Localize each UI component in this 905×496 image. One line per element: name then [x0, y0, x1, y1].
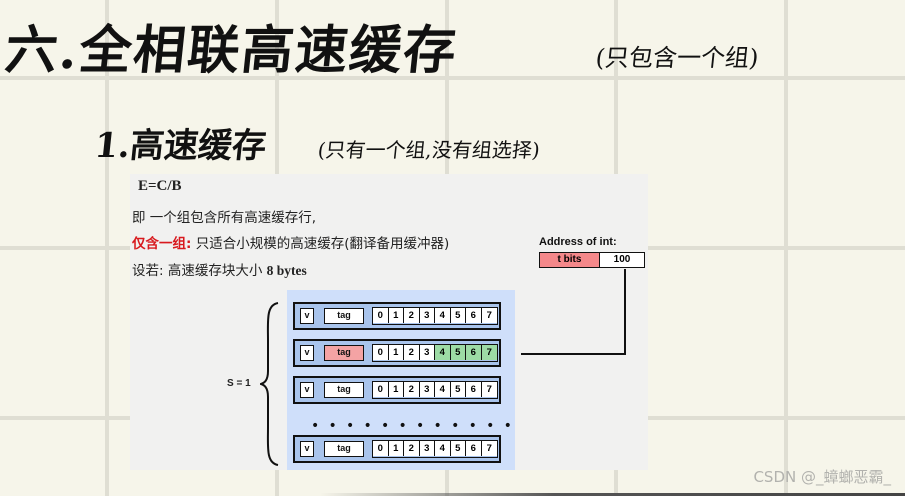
tag-field-matched: tag — [324, 345, 364, 361]
byte: 2 — [404, 382, 420, 397]
byte: 3 — [419, 345, 435, 360]
byte: 7 — [481, 441, 497, 456]
byte: 6 — [466, 308, 482, 323]
byte: 3 — [419, 382, 435, 397]
valid-bit: v — [300, 308, 314, 324]
highlight-text: 仅含一组: — [132, 236, 192, 252]
byte: 5 — [450, 382, 466, 397]
byte-selected: 4 — [435, 345, 451, 360]
cache-block: 0 1 2 3 4 5 6 7 — [372, 381, 498, 399]
byte: 4 — [435, 441, 451, 456]
connector-line — [521, 353, 626, 355]
cache-set-panel: v tag 0 1 2 3 4 5 6 7 v tag 0 1 2 3 4 5 — [287, 290, 515, 470]
byte-selected: 6 — [466, 345, 482, 360]
cache-line: v tag 0 1 2 3 4 5 6 7 — [293, 376, 501, 404]
byte: 2 — [404, 345, 420, 360]
tag-bits-field: t bits — [540, 253, 600, 267]
byte: 5 — [450, 308, 466, 323]
handwritten-heading-note: (只包含一个组) — [594, 44, 760, 72]
byte: 0 — [373, 441, 389, 456]
offset-field: 100 — [600, 253, 644, 267]
slide-line-3-prefix: 设若: 高速缓存块大小 — [132, 263, 267, 279]
byte-selected: 5 — [450, 345, 466, 360]
address-label: Address of int: — [539, 236, 617, 248]
byte: 1 — [388, 345, 404, 360]
lecture-slide: E=C/B 即 一个组包含所有高速缓存行, 仅含一组: 只适合小规模的高速缓存(… — [130, 174, 648, 470]
valid-bit: v — [300, 345, 314, 361]
tag-field: tag — [324, 382, 364, 398]
handwritten-subheading: 1.高速缓存 — [92, 126, 269, 166]
byte: 4 — [435, 382, 451, 397]
bottom-shadow — [320, 493, 905, 496]
byte: 2 — [404, 308, 420, 323]
cache-line-hit: v tag 0 1 2 3 4 5 6 7 — [293, 339, 501, 367]
byte: 1 — [388, 308, 404, 323]
slide-line-1: 即 一个组包含所有高速缓存行, — [132, 210, 317, 226]
byte: 2 — [404, 441, 420, 456]
cache-block: 0 1 2 3 4 5 6 7 — [372, 344, 498, 362]
cache-block: 0 1 2 3 4 5 6 7 — [372, 307, 498, 325]
set-count-label: S = 1 — [227, 378, 251, 389]
byte: 7 — [481, 382, 497, 397]
valid-bit: v — [300, 441, 314, 457]
slide-line-2: 仅含一组: 只适合小规模的高速缓存(翻译备用缓冲器) — [132, 232, 449, 252]
block-size: 8 bytes — [266, 263, 307, 278]
byte: 1 — [388, 441, 404, 456]
byte: 0 — [373, 345, 389, 360]
watermark: CSDN @_蟑螂恶霸_ — [753, 468, 891, 486]
handwritten-subheading-note: (只有一个组,没有组选择) — [316, 138, 542, 162]
byte: 0 — [373, 382, 389, 397]
address-fields: t bits 100 — [539, 252, 645, 268]
slide-line-3: 设若: 高速缓存块大小 8 bytes — [132, 259, 307, 279]
byte-selected: 7 — [481, 345, 497, 360]
byte: 6 — [466, 382, 482, 397]
byte: 3 — [419, 441, 435, 456]
cache-line: v tag 0 1 2 3 4 5 6 7 — [293, 302, 501, 330]
byte: 1 — [388, 382, 404, 397]
byte: 0 — [373, 308, 389, 323]
byte: 3 — [419, 308, 435, 323]
byte: 7 — [481, 308, 497, 323]
cache-line: v tag 0 1 2 3 4 5 6 7 — [293, 435, 501, 463]
curly-brace-icon — [260, 302, 279, 466]
slide-line-2-rest: 只适合小规模的高速缓存(翻译备用缓冲器) — [191, 236, 450, 252]
connector-line — [624, 269, 626, 355]
valid-bit: v — [300, 382, 314, 398]
formula: E=C/B — [138, 178, 182, 194]
tag-field: tag — [324, 308, 364, 324]
cache-block: 0 1 2 3 4 5 6 7 — [372, 440, 498, 458]
byte: 6 — [466, 441, 482, 456]
byte: 5 — [450, 441, 466, 456]
grid-line — [0, 76, 905, 80]
byte: 4 — [435, 308, 451, 323]
handwritten-heading: 六.全相联高速缓存 — [2, 20, 461, 81]
tag-field: tag — [324, 441, 364, 457]
